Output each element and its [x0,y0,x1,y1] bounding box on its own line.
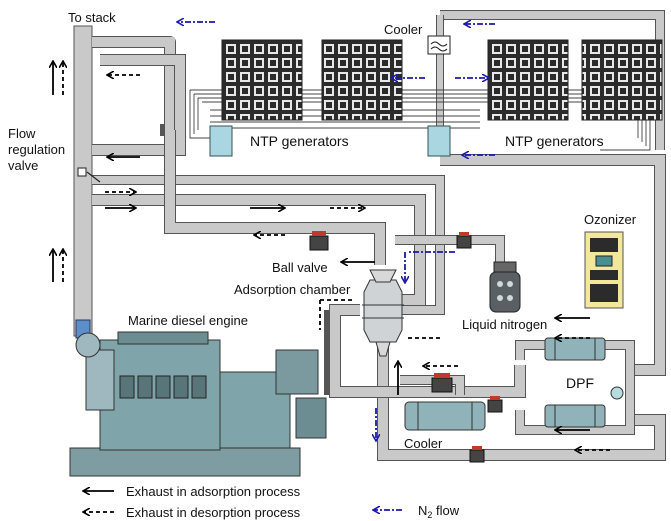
label-flow-regulation-2: regulation [8,142,65,157]
legend: Exhaust in adsorption process Exhaust in… [84,484,460,520]
label-to-stack: To stack [68,10,116,25]
marine-diesel-engine [70,332,326,476]
label-marine-diesel-engine: Marine diesel engine [128,313,248,328]
adsorption-chamber [362,270,404,356]
label-liquid-nitrogen: Liquid nitrogen [462,317,547,332]
label-cooler-top: Cooler [384,22,423,37]
label-cooler-bottom: Cooler [404,436,443,451]
label-adsorption-chamber: Adsorption chamber [234,282,351,297]
ozonizer [585,232,623,308]
label-dpf: DPF [566,375,594,391]
label-flow-regulation-1: Flow [8,126,36,141]
legend-desorption: Exhaust in desorption process [126,505,301,520]
legend-adsorption: Exhaust in adsorption process [126,484,301,499]
label-ball-valve: Ball valve [272,260,328,275]
label-ntp-left: NTP generators [250,133,349,149]
liquid-nitrogen-tank [490,262,520,312]
bottom-cooler [405,402,485,430]
label-ozonizer: Ozonizer [584,212,637,227]
label-flow-regulation-3: valve [8,158,38,173]
top-cooler [428,36,450,54]
label-ntp-right: NTP generators [505,133,604,149]
legend-n2-flow: N2 flow [418,503,460,520]
engine-cylinders [120,376,206,398]
